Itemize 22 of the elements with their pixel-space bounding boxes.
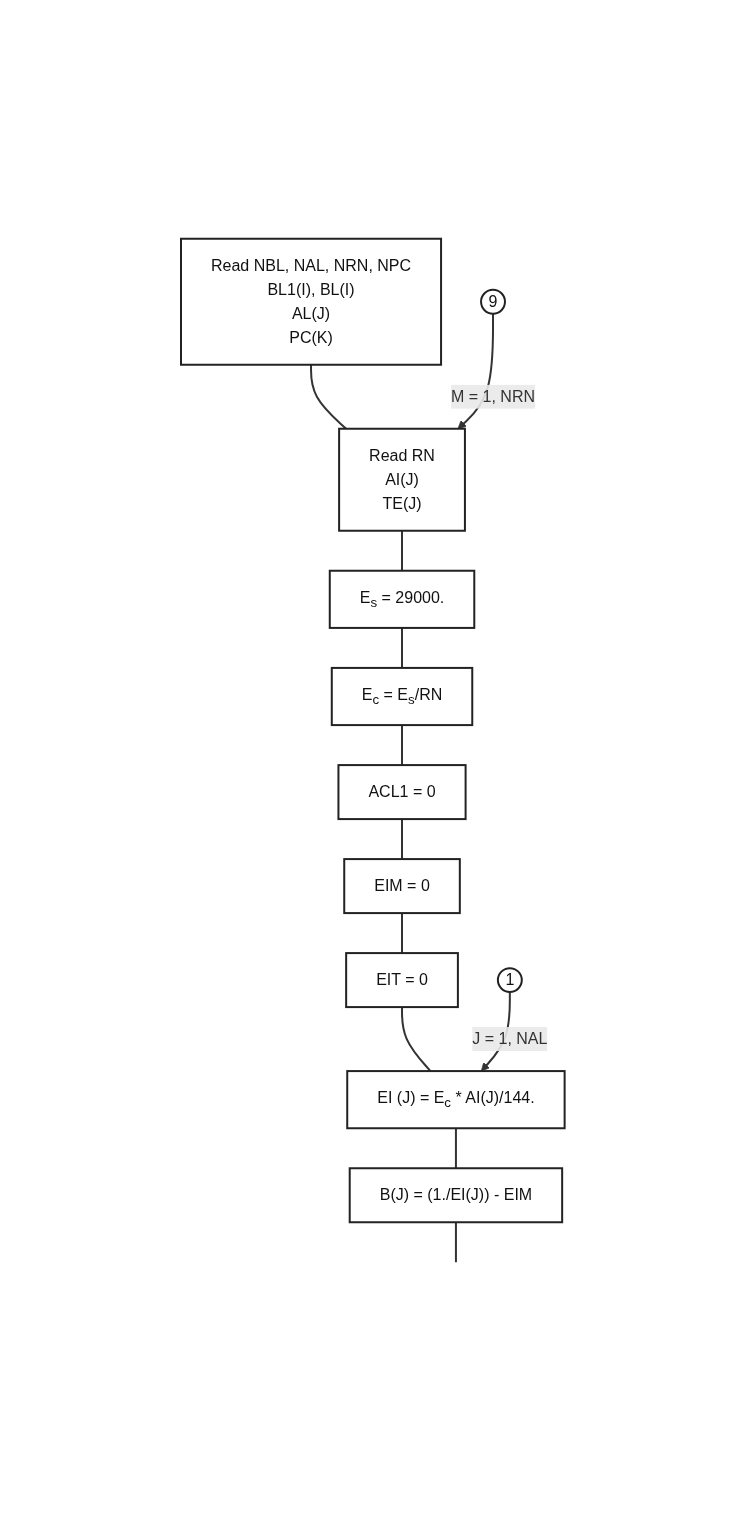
connector bbox=[400, 626, 403, 669]
node-box: Read NBL, NAL, NRN, NPC BL1(I), BL(I) AL(J) PC(K) bbox=[179, 237, 442, 366]
connector bbox=[400, 818, 403, 861]
connector bbox=[400, 912, 403, 955]
node-circle: 1 bbox=[496, 967, 523, 994]
node-box: E$_{s}$ = 29000. bbox=[328, 569, 475, 629]
connector bbox=[400, 1006, 432, 1073]
node-box: B(J) = (1./EI(J)) - EIM bbox=[348, 1167, 563, 1224]
node-box: ACL1 = 0 bbox=[337, 764, 467, 821]
node-circle: 9 bbox=[479, 288, 506, 315]
edge-label: M = 1, NRN bbox=[450, 387, 535, 405]
node-box: EIM = 0 bbox=[342, 858, 461, 915]
node-box: Read RN AI(J) TE(J) bbox=[337, 427, 466, 532]
connector bbox=[454, 1127, 457, 1170]
edge-label: J = 1, NAL bbox=[471, 1030, 548, 1048]
node-box: EI (J) = E$_{c}$ * AI(J)/144. bbox=[345, 1070, 566, 1130]
connector bbox=[454, 1221, 457, 1264]
connector bbox=[309, 363, 347, 430]
node-box: E$_{c}$ = E$_{s}$/RN bbox=[330, 666, 473, 727]
node-box: EIT = 0 bbox=[344, 952, 459, 1009]
connector bbox=[400, 529, 403, 572]
connector bbox=[400, 724, 403, 767]
